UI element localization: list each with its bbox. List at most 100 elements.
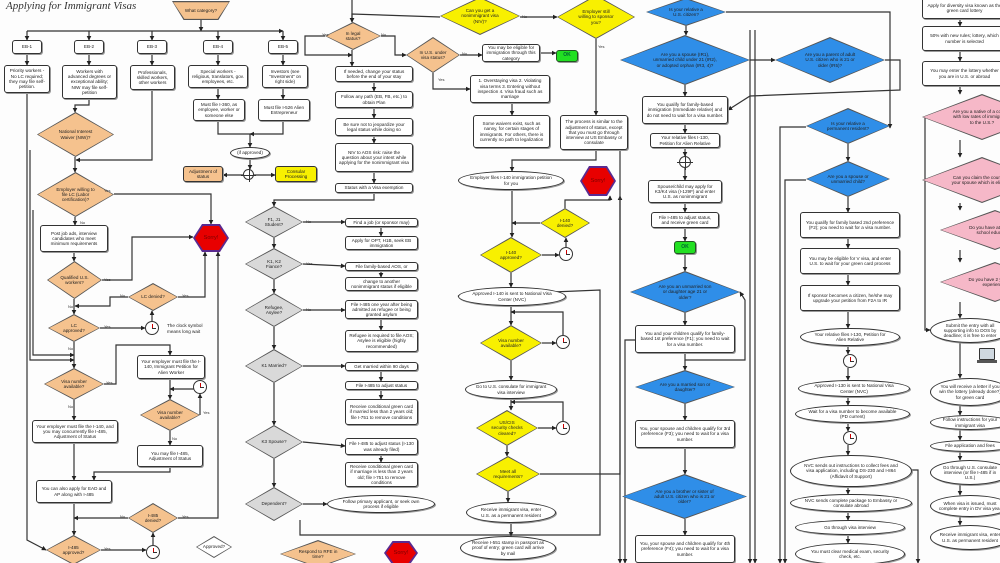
process-box: You, your spouse and children qualify fo…	[635, 420, 735, 448]
node-label: F1, J1 Student?	[264, 216, 284, 227]
node-label: File I-485 to adjust status, and receive…	[658, 214, 712, 225]
connector-arrow	[72, 99, 90, 113]
connector-arrow	[178, 251, 208, 298]
node-label: You qualify for family-based immigration…	[646, 102, 724, 118]
node-label: Can you get a nonimmigrant visa (NIV)?	[461, 8, 499, 24]
process-box: You may be eligible for V visa, and ente…	[800, 248, 900, 274]
process-box: You may be eligible for immigration thro…	[482, 44, 540, 62]
connector-arrow	[29, 150, 75, 363]
process-box: Be sure not to jeopardize your legal sta…	[335, 118, 413, 136]
node-label: Approved?	[202, 544, 226, 550]
node-label: Go to U.S. consulate for immigrant visa …	[475, 384, 547, 395]
node-label: Receive conditional green card if marria…	[349, 463, 414, 485]
process-box: Must file I-360, as employee, worker or …	[193, 99, 245, 121]
decision-diamond: Are you a spouse (IR1), unmarried child …	[620, 35, 750, 85]
process-box: Your employer must file the I-140, and y…	[32, 420, 118, 443]
process-box: Spouse/child may apply for K3/K4 visa (I…	[648, 180, 722, 203]
node-label: K1, K2 Fiance?	[265, 258, 283, 269]
node-label: Workers with advanced degrees or excepti…	[67, 68, 112, 95]
process-box: Some waivers exist, such as nanny, for c…	[473, 115, 550, 148]
node-label: Receive conditional green card if marrie…	[349, 404, 414, 420]
connector-arrow	[924, 116, 935, 333]
process-box: EB-4	[203, 40, 233, 54]
process-box: Receive conditional green card if marria…	[345, 462, 418, 487]
process-box: Apply for diversity visa known as the gr…	[922, 0, 1000, 19]
merge-cross-icon	[241, 167, 256, 182]
node-label: Investors (see "Investment" on right sid…	[268, 68, 302, 85]
node-label: change to another nonimmigrant status if…	[351, 278, 412, 289]
decision-diamond: Are you a brother or sister of adult U.S…	[622, 474, 747, 519]
clock-wait-icon	[146, 545, 160, 559]
node-label: Must file I-360, as employee, worker or …	[198, 102, 240, 118]
process-box: You may file I-485, Adjustment of Status	[137, 445, 203, 467]
decision-diamond: Can you claim the country of your spouse…	[922, 157, 1000, 203]
node-label: If needed, change your status before the…	[343, 68, 405, 79]
node-label: Priority workers - No LC required; they …	[9, 68, 45, 90]
node-label: Refugee, Asylee?	[264, 304, 284, 315]
decision-diamond: Refugee, Asylee?	[245, 293, 303, 327]
decision-diamond: Are you an unmarried son or daughter age…	[630, 271, 740, 313]
branch-label: No	[306, 307, 312, 312]
decision-diamond: Are you a native of a country with low r…	[922, 94, 1000, 140]
terminator-oval: You must clear medical exam, security ch…	[795, 543, 905, 563]
process-box: You qualify for family-based immigration…	[642, 96, 728, 124]
terminator-oval: File application and fees	[930, 440, 1000, 452]
decision-diamond: F1, J1 Student?	[245, 206, 303, 238]
node-label: Employer willing to file LC (Labor certi…	[56, 186, 95, 203]
process-box: File I-485 to adjust status	[345, 381, 418, 390]
node-label: Sorry!	[393, 549, 409, 556]
terminator-oval: Wait for a visa number to become availab…	[795, 405, 910, 423]
process-box: File I-485 to adjust status (I-130 was a…	[345, 438, 418, 455]
node-label: You may enter the lottery whether you ar…	[930, 68, 999, 79]
decision-diamond: Are you a spouse or unmarried child?	[806, 161, 890, 197]
node-label: Are you a spouse or unmarried child?	[827, 173, 869, 184]
node-label: (if approved)	[237, 150, 263, 156]
terminator-oval: (if approved)	[230, 147, 270, 159]
decision-diamond: LC denied?	[128, 283, 178, 311]
branch-label: Yes	[203, 410, 210, 415]
node-label: Spouse/child may apply for K3/K4 visa (I…	[654, 183, 716, 200]
node-label: I-485 approved?	[62, 544, 85, 555]
decision-diamond: Visa number available?	[44, 368, 104, 400]
node-label: If sponsor becomes a citizen, he/she may…	[807, 292, 893, 303]
decision-diamond: In U.S. under visa status?	[406, 37, 460, 73]
node-label: EB-2	[83, 44, 95, 50]
node-label: K3 Spouse?	[261, 439, 287, 445]
terminator-oval: Approved I-140 is sent to National Visa …	[458, 287, 566, 306]
connector-arrow	[249, 121, 284, 137]
computer-icon	[977, 348, 997, 363]
node-label: File I-485 to adjust status	[355, 382, 408, 388]
shape-fill	[173, 2, 229, 19]
terminator-oval: Submit the entry with all supporting inf…	[930, 318, 1000, 343]
process-box: Apply for OPT, H1B, seek EB immigration	[345, 236, 418, 250]
process-box: Status with a Visa exemption	[335, 183, 413, 193]
node-label: Status with a Visa exemption	[344, 185, 404, 191]
node-label: Visa number available?	[498, 337, 524, 348]
clock-wait-icon	[843, 354, 857, 368]
node-label: LC denied?	[141, 294, 165, 300]
branch-label: No	[120, 293, 126, 298]
connector-arrow	[381, 35, 407, 58]
connector-arrow	[432, 73, 471, 92]
terminator-oval: Receive I-551 stamp in passport as proof…	[460, 536, 556, 560]
node-label: Professionals, skilled workers, other wo…	[136, 69, 169, 86]
terminator-oval: Go to U.S. consulate for immigrant visa …	[465, 380, 557, 399]
terminator-oval: Approved I-130 is sent to National Visa …	[798, 380, 910, 397]
node-label: Go through U.S. consulate interview (or …	[942, 464, 998, 481]
process-box: Find a job (or sponsor may)	[345, 218, 418, 227]
decision-diamond: I-485 approved?	[46, 535, 101, 563]
node-label: Be sure not to jeopardize your legal sta…	[343, 121, 405, 132]
process-box: You may enter the lottery whether you ar…	[922, 61, 1000, 86]
node-label: Go through visa interview	[824, 524, 876, 530]
node-label: File family-based AOS, or	[355, 263, 408, 269]
shape-fill	[197, 537, 231, 557]
terminator-oval: When visa is issued, must complete entry…	[930, 495, 1000, 517]
node-label: You may file I-485, Adjustment of Status	[148, 450, 192, 461]
node-label: Post job ads, interview candidates who m…	[50, 230, 98, 247]
node-label: You may be eligible for immigration thro…	[486, 45, 536, 61]
node-label: Can you claim the country of your spouse…	[951, 174, 1000, 185]
process-box: Receive conditional green card if marrie…	[345, 399, 418, 425]
terminator-oval: NVC sends out instructions to collect fe…	[790, 455, 912, 487]
connector-arrow	[912, 469, 921, 563]
